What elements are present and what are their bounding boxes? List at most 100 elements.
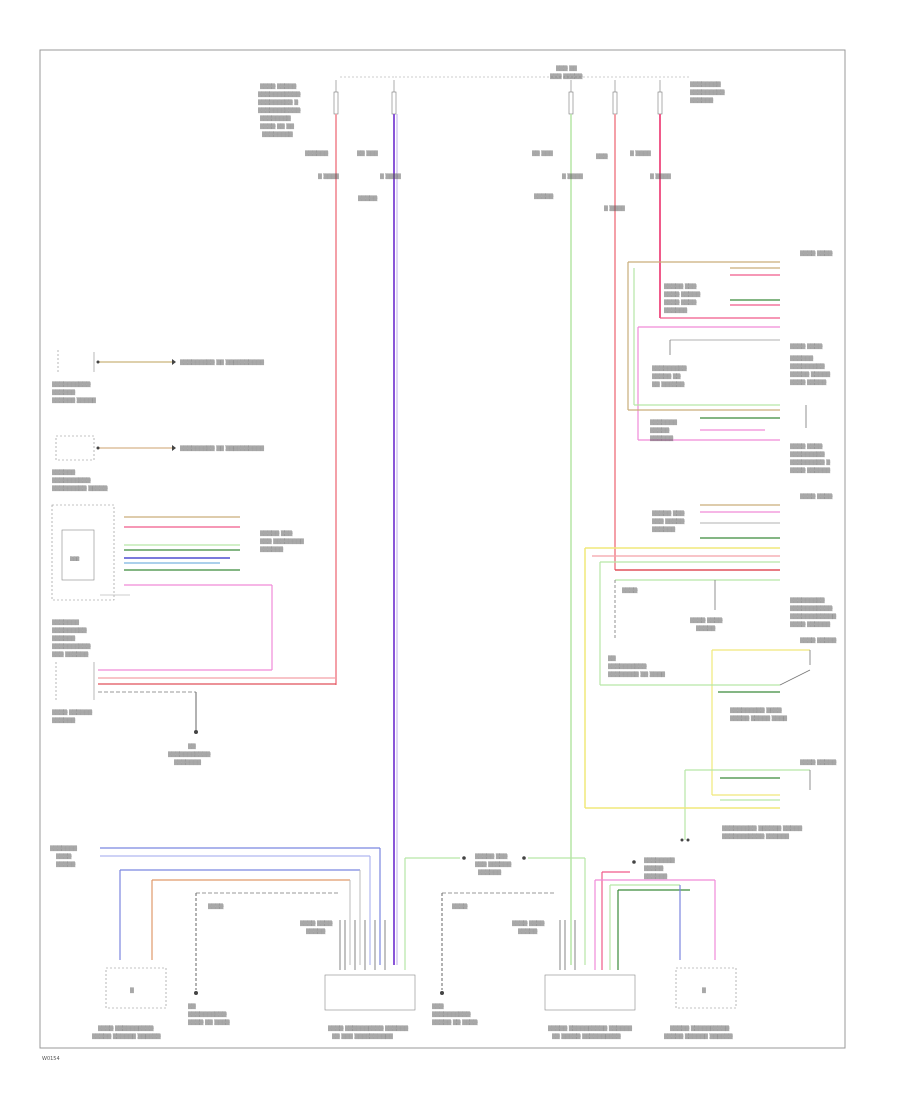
svg-text:▒▒ ▒▒▒ ▒▒▒▒▒▒▒▒▒▒: ▒▒ ▒▒▒ ▒▒▒▒▒▒▒▒▒▒: [332, 1033, 393, 1040]
svg-text:▒▒▒▒▒▒▒▒▒▒▒: ▒▒▒▒▒▒▒▒▒▒▒: [258, 107, 300, 114]
svg-text:▒▒▒▒ ▒▒▒▒: ▒▒▒▒ ▒▒▒▒: [800, 250, 833, 257]
svg-text:▒▒▒▒▒▒: ▒▒▒▒▒▒: [52, 635, 75, 642]
svg-text:▒▒▒▒▒▒▒▒▒: ▒▒▒▒▒▒▒▒▒: [790, 597, 825, 604]
svg-text:▒ ▒▒▒▒: ▒ ▒▒▒▒: [562, 173, 583, 180]
light-switch-module-block: ▒▒▒▒ ▒▒▒▒▒▒ ▒▒▒▒▒▒ ▒▒ ▒▒▒▒▒▒▒▒▒▒▒ ▒▒▒▒▒▒…: [52, 662, 336, 766]
central-control-switch-block: ▒▒▒ ▒▒▒▒▒ ▒▒▒ ▒▒▒ ▒▒▒▒▒▒▒▒ ▒▒▒▒▒▒ ▒▒▒▒▒▒…: [51, 504, 304, 670]
svg-text:▒▒▒▒▒▒▒▒▒ ▒▒▒▒: ▒▒▒▒▒▒▒▒▒ ▒▒▒▒: [730, 707, 782, 714]
headlamp-switch-block: ▒▒▒▒▒▒▒▒▒ ▒▒ ▒▒▒▒▒▒▒▒▒▒ ▒▒▒▒▒▒▒▒▒▒ ▒▒▒▒▒…: [52, 350, 264, 404]
svg-text:▒▒▒▒▒ ▒▒▒▒▒▒ ▒▒▒▒▒▒: ▒▒▒▒▒ ▒▒▒▒▒▒ ▒▒▒▒▒▒: [92, 1033, 161, 1040]
svg-text:▒▒▒▒: ▒▒▒▒: [56, 853, 72, 860]
svg-text:▒▒▒: ▒▒▒: [432, 1003, 444, 1010]
fuse-panel-right: ▒▒▒ ▒▒ ▒▒▒ ▒▒▒▒▒ ▒▒▒▒▒▒▒▒ ▒▒▒▒▒▒▒▒▒ ▒▒▒▒…: [395, 65, 725, 115]
svg-text:▒ ▒▒▒▒: ▒ ▒▒▒▒: [630, 150, 651, 157]
svg-text:▒▒: ▒▒: [608, 655, 616, 662]
svg-text:▒▒▒▒ ▒▒▒▒▒: ▒▒▒▒ ▒▒▒▒▒: [664, 291, 700, 298]
right-upper-connectors: ▒▒▒▒ ▒▒▒▒ ▒▒▒▒▒ ▒▒▒ ▒▒▒▒ ▒▒▒▒▒ ▒▒▒▒ ▒▒▒▒…: [627, 250, 833, 474]
svg-text:▒▒▒▒▒▒▒: ▒▒▒▒▒▒▒: [650, 419, 677, 426]
svg-text:▒▒▒▒▒▒▒▒▒▒▒: ▒▒▒▒▒▒▒▒▒▒▒: [790, 605, 832, 612]
svg-text:▒▒▒▒▒▒: ▒▒▒▒▒▒: [690, 97, 713, 104]
svg-text:▒▒ ▒▒▒▒▒ ▒▒▒▒▒▒▒▒▒▒: ▒▒ ▒▒▒▒▒ ▒▒▒▒▒▒▒▒▒▒: [552, 1033, 621, 1040]
fuse-panel-left: ▒▒▒▒ ▒▒▒▒▒ ▒▒▒▒▒▒▒▒▒▒▒ ▒▒▒▒▒▒▒▒▒ ▒ ▒▒▒▒▒…: [258, 76, 397, 138]
svg-text:▒▒▒▒▒▒▒▒▒ ▒▒▒▒▒: ▒▒▒▒▒▒▒▒▒ ▒▒▒▒▒: [52, 485, 108, 492]
svg-text:▒▒▒▒ ▒▒▒▒▒▒: ▒▒▒▒ ▒▒▒▒▒▒: [52, 709, 92, 716]
svg-text:▒▒▒ ▒▒▒▒▒▒: ▒▒▒ ▒▒▒▒▒▒: [52, 651, 88, 658]
svg-text:▒▒▒▒ ▒▒ ▒▒▒▒: ▒▒▒▒ ▒▒ ▒▒▒▒: [188, 1019, 230, 1026]
svg-text:▒▒▒▒▒▒▒▒▒ ▒▒ ▒▒▒▒▒▒▒▒▒▒: ▒▒▒▒▒▒▒▒▒ ▒▒ ▒▒▒▒▒▒▒▒▒▒: [180, 359, 264, 366]
svg-text:▒▒▒▒▒▒▒: ▒▒▒▒▒▒▒: [50, 845, 77, 852]
svg-text:▒▒▒▒▒ ▒▒▒▒▒ ▒▒▒▒: ▒▒▒▒▒ ▒▒▒▒▒ ▒▒▒▒: [730, 715, 787, 722]
svg-text:▒▒▒▒ ▒▒ ▒▒: ▒▒▒▒ ▒▒ ▒▒: [260, 123, 294, 130]
left-door-module-block: ▒▒▒▒▒▒▒ ▒▒▒▒ ▒▒▒▒▒ ▒ ▒▒▒▒ ▒▒▒▒▒▒▒▒▒▒ ▒▒▒…: [50, 845, 416, 1040]
svg-text:▒▒▒▒ ▒▒▒▒▒: ▒▒▒▒ ▒▒▒▒▒: [790, 379, 826, 386]
svg-text:▒▒▒▒▒▒▒: ▒▒▒▒▒▒▒: [52, 619, 79, 626]
svg-text:▒▒▒▒▒ ▒▒▒▒▒: ▒▒▒▒▒ ▒▒▒▒▒: [790, 371, 830, 378]
svg-text:▒▒▒▒▒▒▒▒: ▒▒▒▒▒▒▒▒: [690, 81, 721, 88]
svg-text:▒▒▒ ▒▒▒▒▒▒▒▒: ▒▒▒ ▒▒▒▒▒▒▒▒: [260, 538, 304, 545]
svg-text:▒▒▒▒▒▒▒▒▒▒▒▒: ▒▒▒▒▒▒▒▒▒▒▒▒: [790, 613, 836, 620]
dimmer-switch-block: ▒▒▒▒▒▒▒▒▒ ▒▒ ▒▒▒▒▒▒▒▒▒▒ ▒▒▒▒▒▒ ▒▒▒▒▒▒▒▒▒…: [52, 435, 264, 492]
svg-text:▒▒▒▒ ▒▒▒▒▒: ▒▒▒▒ ▒▒▒▒▒: [800, 637, 836, 644]
svg-text:▒▒▒▒▒ ▒▒▒▒▒▒▒▒▒▒ ▒▒▒▒▒▒: ▒▒▒▒▒ ▒▒▒▒▒▒▒▒▒▒ ▒▒▒▒▒▒: [548, 1025, 632, 1032]
svg-text:▒: ▒: [130, 987, 134, 994]
svg-text:▒▒▒▒▒▒: ▒▒▒▒▒▒: [650, 435, 673, 442]
svg-text:▒▒▒▒▒▒▒▒▒▒: ▒▒▒▒▒▒▒▒▒▒: [432, 1011, 471, 1018]
svg-text:▒▒▒▒▒▒▒▒▒▒▒: ▒▒▒▒▒▒▒▒▒▒▒: [168, 751, 210, 758]
svg-text:▒▒▒▒ ▒▒▒▒: ▒▒▒▒ ▒▒▒▒: [800, 493, 833, 500]
svg-text:▒▒▒▒▒: ▒▒▒▒▒: [696, 625, 715, 632]
svg-text:▒▒▒▒▒▒▒▒▒▒▒: ▒▒▒▒▒▒▒▒▒▒▒: [258, 91, 300, 98]
svg-text:▒▒ ▒▒▒▒▒▒: ▒▒ ▒▒▒▒▒▒: [652, 381, 685, 388]
svg-text:▒▒▒▒: ▒▒▒▒: [452, 903, 468, 910]
svg-text:▒▒▒▒▒▒: ▒▒▒▒▒▒: [260, 546, 283, 553]
svg-text:▒ ▒▒▒▒: ▒ ▒▒▒▒: [380, 173, 401, 180]
svg-text:▒▒▒▒ ▒▒▒▒: ▒▒▒▒ ▒▒▒▒: [690, 617, 723, 624]
svg-text:▒▒▒▒▒ ▒▒: ▒▒▒▒▒ ▒▒: [652, 373, 681, 380]
svg-text:▒▒▒ ▒▒▒▒▒▒: ▒▒▒ ▒▒▒▒▒▒: [475, 861, 511, 868]
svg-text:▒▒▒▒▒▒: ▒▒▒▒▒▒: [478, 869, 501, 876]
svg-text:▒ ▒▒▒▒: ▒ ▒▒▒▒: [318, 173, 339, 180]
svg-text:▒▒▒▒ ▒▒▒▒: ▒▒▒▒ ▒▒▒▒: [790, 443, 823, 450]
svg-text:▒▒▒▒▒▒: ▒▒▒▒▒▒: [52, 389, 75, 396]
svg-text:▒▒: ▒▒: [188, 1003, 196, 1010]
svg-text:▒▒▒▒▒ ▒▒▒: ▒▒▒▒▒ ▒▒▒: [260, 530, 293, 537]
svg-text:▒▒▒ ▒▒▒▒▒: ▒▒▒ ▒▒▒▒▒: [550, 73, 583, 80]
svg-text:▒▒▒▒▒▒▒▒▒ ▒▒▒▒▒▒ ▒▒▒▒▒: ▒▒▒▒▒▒▒▒▒ ▒▒▒▒▒▒ ▒▒▒▒▒: [722, 825, 802, 832]
svg-text:▒▒▒▒▒▒▒▒▒▒▒ ▒▒▒▒▒▒: ▒▒▒▒▒▒▒▒▒▒▒ ▒▒▒▒▒▒: [722, 833, 789, 840]
svg-text:▒▒▒▒ ▒▒▒▒: ▒▒▒▒ ▒▒▒▒: [300, 920, 333, 927]
svg-text:▒▒▒▒▒▒▒▒▒▒: ▒▒▒▒▒▒▒▒▒▒: [52, 643, 91, 650]
svg-text:▒▒▒▒ ▒▒▒▒: ▒▒▒▒ ▒▒▒▒: [512, 920, 545, 927]
svg-text:▒▒▒▒▒: ▒▒▒▒▒: [534, 193, 553, 200]
svg-text:▒▒▒▒▒▒▒▒: ▒▒▒▒▒▒▒▒: [644, 857, 675, 864]
svg-text:▒▒ ▒▒▒: ▒▒ ▒▒▒: [532, 150, 553, 157]
svg-text:▒▒▒▒▒▒▒▒▒: ▒▒▒▒▒▒▒▒▒: [790, 451, 825, 458]
svg-text:▒▒▒▒▒: ▒▒▒▒▒: [644, 865, 663, 872]
svg-text:▒▒▒▒▒▒ ▒▒▒▒▒: ▒▒▒▒▒▒ ▒▒▒▒▒: [52, 397, 96, 404]
svg-text:▒▒▒ ▒▒: ▒▒▒ ▒▒: [556, 65, 577, 72]
diagram-frame: [39, 49, 846, 1049]
svg-text:▒▒▒▒▒: ▒▒▒▒▒: [650, 427, 669, 434]
right-middle-connectors: ▒▒▒▒ ▒▒▒▒ ▒▒▒▒▒ ▒▒▒ ▒▒▒ ▒▒▒▒▒ ▒▒▒▒▒▒ ▒▒▒…: [584, 493, 836, 808]
right-door-module-block: ▒▒▒▒▒ ▒▒▒ ▒▒▒ ▒▒▒▒▒▒ ▒▒▒▒▒▒ ▒▒▒▒ ▒▒▒▒ ▒▒…: [404, 853, 737, 1040]
svg-text:▒▒▒▒ ▒▒▒▒▒▒▒▒▒▒: ▒▒▒▒ ▒▒▒▒▒▒▒▒▒▒: [98, 1025, 154, 1032]
svg-text:▒▒▒▒▒: ▒▒▒▒▒: [518, 928, 537, 935]
svg-text:▒▒▒▒▒ ▒▒▒: ▒▒▒▒▒ ▒▒▒: [475, 853, 508, 860]
svg-text:▒▒▒▒▒▒▒▒▒: ▒▒▒▒▒▒▒▒▒: [652, 365, 687, 372]
svg-text:▒▒▒▒▒▒: ▒▒▒▒▒▒: [52, 469, 75, 476]
svg-text:▒▒: ▒▒: [188, 743, 196, 750]
svg-text:▒▒▒▒▒ ▒▒▒: ▒▒▒▒▒ ▒▒▒: [652, 510, 685, 517]
svg-text:▒▒▒▒▒▒▒▒▒: ▒▒▒▒▒▒▒▒▒: [790, 363, 825, 370]
svg-text:▒: ▒: [702, 987, 706, 994]
svg-text:▒▒▒▒▒ ▒▒▒▒▒▒▒▒▒▒: ▒▒▒▒▒ ▒▒▒▒▒▒▒▒▒▒: [670, 1025, 729, 1032]
svg-text:▒▒▒: ▒▒▒: [70, 556, 80, 561]
svg-text:▒▒▒▒: ▒▒▒▒: [622, 587, 638, 594]
svg-text:▒▒▒▒▒ ▒▒▒: ▒▒▒▒▒ ▒▒▒: [664, 283, 697, 290]
svg-text:▒▒▒▒▒▒▒▒▒: ▒▒▒▒▒▒▒▒▒: [690, 89, 725, 96]
svg-text:▒▒▒▒▒▒▒▒▒▒: ▒▒▒▒▒▒▒▒▒▒: [52, 477, 91, 484]
svg-text:▒▒▒▒▒▒: ▒▒▒▒▒▒: [644, 873, 667, 880]
svg-text:▒▒▒▒: ▒▒▒▒: [208, 903, 224, 910]
svg-text:▒▒▒▒▒▒: ▒▒▒▒▒▒: [305, 150, 328, 157]
svg-text:▒▒▒▒▒▒▒: ▒▒▒▒▒▒▒: [174, 759, 201, 766]
svg-text:▒▒▒▒▒▒: ▒▒▒▒▒▒: [52, 717, 75, 724]
svg-text:▒▒▒▒▒▒▒▒▒▒: ▒▒▒▒▒▒▒▒▒▒: [608, 663, 647, 670]
